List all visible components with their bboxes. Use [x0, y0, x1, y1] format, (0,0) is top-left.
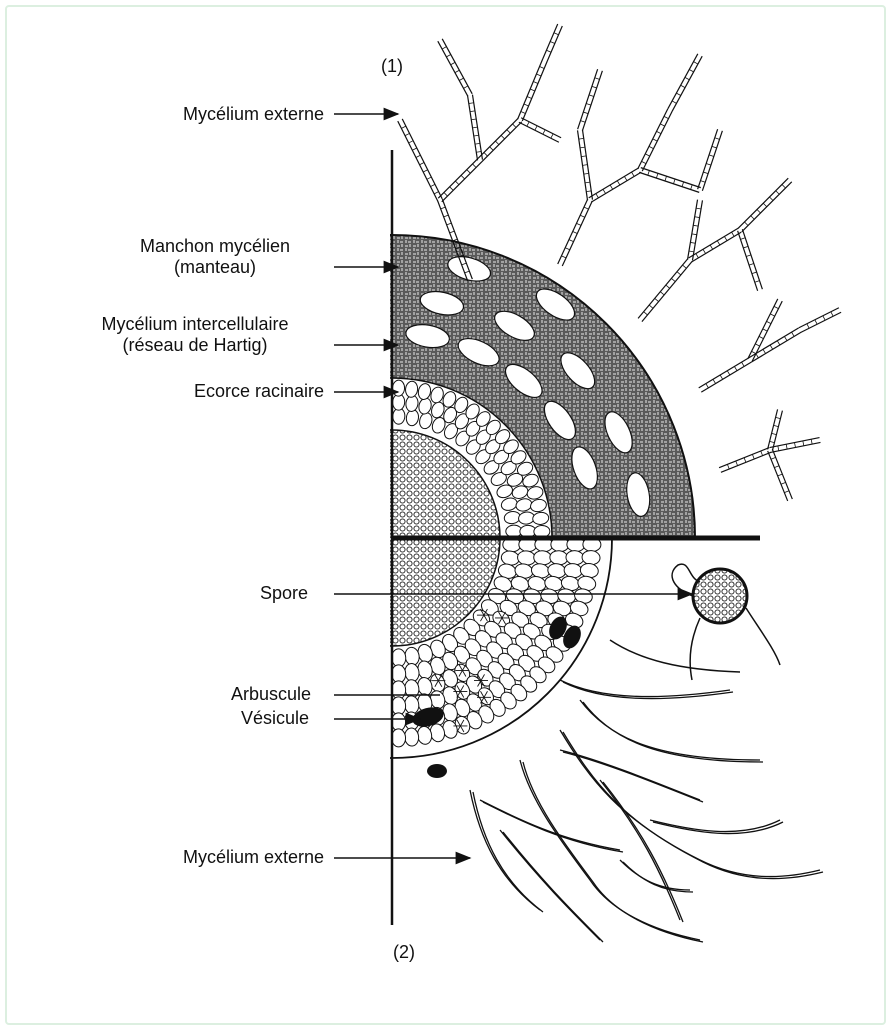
hypha-segment: [638, 258, 692, 321]
label-mantle: Manchon mycélien (manteau): [100, 236, 330, 278]
hypha-segment: [543, 24, 563, 61]
hypha-strand: [470, 790, 540, 910]
hypha-segment: [770, 438, 821, 453]
hypha-segment: [468, 95, 483, 161]
hypha-strand-wall: [523, 762, 703, 942]
hypha-segment: [768, 409, 783, 450]
cortex-cell: [391, 729, 406, 747]
label-hartig-line2: (réseau de Hartig): [60, 335, 330, 356]
label-cortex: Ecorce racinaire: [194, 381, 324, 402]
hypha-strand-wall: [563, 752, 703, 802]
hypha-segment: [578, 130, 593, 201]
label-hartig-line1: Mycélium intercellulaire: [60, 314, 330, 335]
hypha-segment: [519, 118, 561, 142]
cortex-cell: [391, 697, 406, 716]
hypha-strand: [560, 680, 730, 697]
hypha-segment: [589, 168, 642, 202]
spore: [610, 564, 780, 680]
external-aseptate-hyphae: [470, 680, 823, 942]
hypha-segment: [668, 54, 702, 111]
marker-bottom: (2): [378, 942, 430, 963]
hypha-segment: [438, 39, 472, 96]
hypha-segment: [748, 299, 782, 361]
hypha-segment: [749, 328, 802, 362]
hypha-segment: [638, 109, 672, 171]
cortex-cell: [391, 713, 406, 731]
label-arbuscule: Arbuscule: [231, 684, 311, 705]
hypha-segment: [639, 168, 701, 193]
hypha-segment: [799, 308, 841, 332]
hypha-strand-wall: [503, 832, 603, 942]
hypha-segment: [698, 129, 723, 191]
hypha-segment: [478, 118, 522, 162]
hypha-segment: [398, 119, 442, 201]
label-mantle-line1: Manchon mycélien: [100, 236, 330, 257]
label-spore: Spore: [260, 583, 308, 604]
cortex-cell: [391, 681, 406, 700]
hypha-segment: [578, 69, 603, 131]
hypha-segment: [768, 449, 793, 501]
hypha-strand: [580, 700, 760, 760]
vesicle-2: [427, 764, 447, 778]
label-mantle-line2: (manteau): [100, 257, 330, 278]
hypha-segment: [699, 358, 752, 392]
label-mycelium-external-top: Mycélium externe: [183, 104, 324, 125]
hypha-strand-wall: [563, 732, 823, 879]
cortex-cell: [392, 380, 405, 397]
label-hartig: Mycélium intercellulaire (réseau de Hart…: [60, 314, 330, 356]
hypha-segment: [558, 199, 593, 266]
hypha-segment: [518, 59, 548, 121]
label-mycelium-external-bottom: Mycélium externe: [183, 847, 324, 868]
hypha-segment: [738, 178, 792, 232]
marker-top: (1): [366, 56, 418, 77]
hypha-strand-wall: [473, 792, 543, 912]
hypha-segment: [738, 229, 763, 291]
hypha-segment: [438, 158, 482, 202]
hypha-segment: [719, 448, 771, 473]
label-vesicle: Vésicule: [241, 708, 309, 729]
